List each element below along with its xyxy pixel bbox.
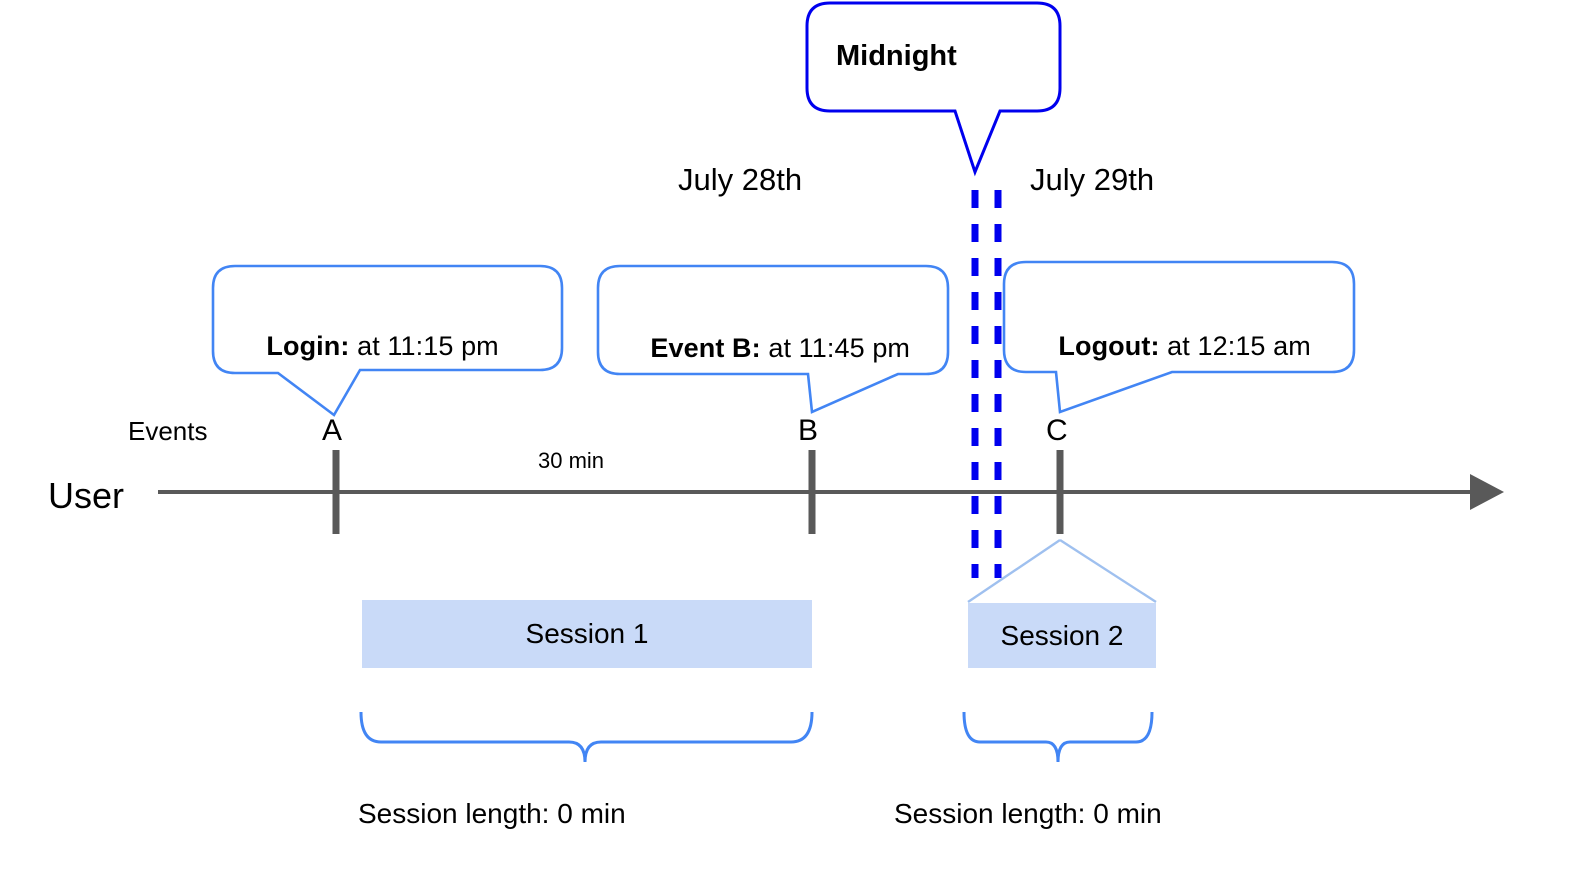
date-label-july-28: July 28th [678, 162, 803, 197]
midnight-bubble-path [805, 1, 1062, 177]
session-2-length-label: Session length: 0 min [894, 798, 1162, 829]
date-label-july-29: July 29th [1030, 162, 1155, 197]
logout-callout-bold: Logout: [1058, 331, 1160, 361]
session2-leader-lines [967, 538, 1157, 604]
login-callout-shape [211, 264, 564, 417]
session-2-box[interactable]: Session 2 [968, 603, 1156, 668]
logout-callout-text: Logout: at 12:15 am [1028, 306, 1311, 387]
session-1-length-label: Session length: 0 min [358, 798, 626, 829]
session2-brace-path [962, 711, 1154, 763]
timeline-arrowhead [1470, 474, 1504, 510]
session1-brace [359, 711, 814, 763]
duration-label-30min: 30 min [538, 448, 605, 473]
logout-callout-shape [1002, 260, 1356, 414]
events-row-label: Events [128, 416, 208, 446]
login-callout-rest: at 11:15 pm [349, 331, 499, 361]
session2-brace [962, 711, 1154, 763]
eventb-callout-shape [596, 264, 950, 414]
session2-leader-right [1059, 538, 1157, 604]
midnight-callout-shape [805, 1, 1062, 177]
midnight-dashed-lines [971, 190, 1002, 578]
login-bubble-path [211, 264, 564, 417]
eventb-callout-text: Event B: at 11:45 pm [620, 308, 910, 389]
login-callout-bold: Login: [266, 331, 350, 361]
logout-bubble-path [1002, 260, 1356, 414]
session-2-label: Session 2 [1000, 619, 1124, 651]
event-letter-c: C [1046, 414, 1068, 447]
event-letter-a: A [322, 414, 343, 447]
session-1-box[interactable]: Session 1 [362, 600, 812, 668]
user-row-label: User [48, 475, 125, 516]
event-letter-b: B [798, 414, 819, 447]
session-1-label: Session 1 [525, 618, 649, 649]
midnight-label: Midnight [836, 40, 957, 72]
timeline-axis [158, 450, 1504, 534]
eventb-callout-rest: at 11:45 pm [760, 333, 911, 363]
eventb-callout-bold: Event B: [650, 333, 761, 363]
session2-leader-left [967, 539, 1061, 603]
session1-brace-path [359, 711, 814, 763]
login-callout-text: Login: at 11:15 pm [236, 306, 499, 387]
eventb-bubble-path [596, 264, 950, 414]
logout-callout-rest: at 12:15 am [1159, 331, 1311, 361]
